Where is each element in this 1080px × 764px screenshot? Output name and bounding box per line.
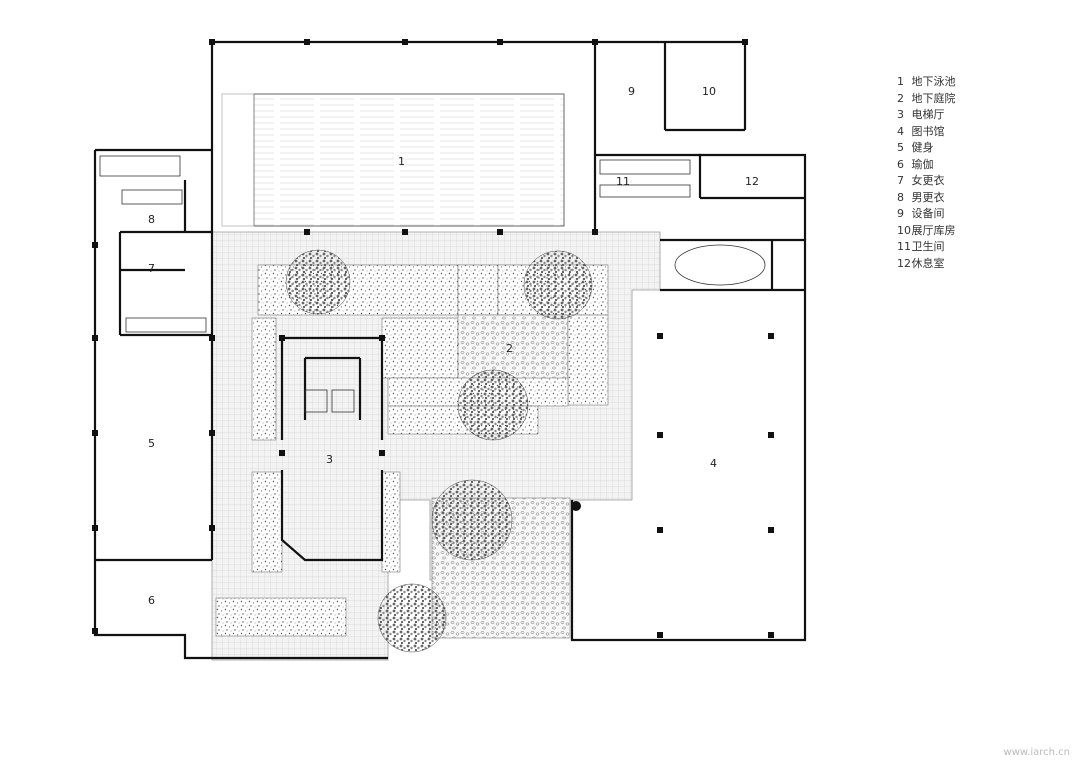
legend-item: 4 图书馆 [897, 124, 945, 138]
legend-item: 1 地下泳池 [897, 75, 956, 88]
legend-item: 8 男更衣 [897, 190, 945, 204]
room-label-5: 5 [148, 437, 155, 450]
room-label-10: 10 [702, 85, 716, 98]
room-label-6: 6 [148, 594, 155, 607]
legend-item: 5 健身 [897, 141, 934, 154]
room-label-7: 7 [148, 262, 155, 275]
fixtures [99, 155, 766, 413]
legend-item: 9 设备间 [897, 207, 945, 220]
room-label-1: 1 [398, 155, 405, 168]
swimming-pool [221, 93, 565, 227]
room-label-12: 12 [745, 175, 759, 188]
room-label-3: 3 [326, 453, 333, 466]
legend-item: 2 地下庭院 [897, 91, 956, 105]
legend-item: 12 休息室 [897, 256, 945, 270]
walls [93, 40, 807, 660]
room-labels: 1 2 3 4 5 6 7 8 9 10 11 12 [148, 85, 759, 607]
watermark: www.iarch.cn [1003, 747, 1070, 758]
room-label-9: 9 [628, 85, 635, 98]
room-label-4: 4 [710, 457, 717, 470]
columns [92, 39, 774, 638]
room-label-11: 11 [616, 175, 630, 188]
legend-item: 7 女更衣 [897, 174, 945, 187]
legend-item: 10 展厅库房 [897, 223, 956, 237]
room-label-2: 2 [506, 342, 513, 355]
trees [285, 249, 593, 653]
legend-item: 11 卫生间 [897, 240, 945, 253]
legend-item: 3 电梯厅 [897, 108, 945, 121]
legend: 1 地下泳池 2 地下庭院 3 电梯厅 4 图书馆 5 健身 6 瑜伽 7 女更… [897, 74, 956, 272]
legend-item: 6 瑜伽 [897, 157, 934, 171]
room-label-8: 8 [148, 213, 155, 226]
